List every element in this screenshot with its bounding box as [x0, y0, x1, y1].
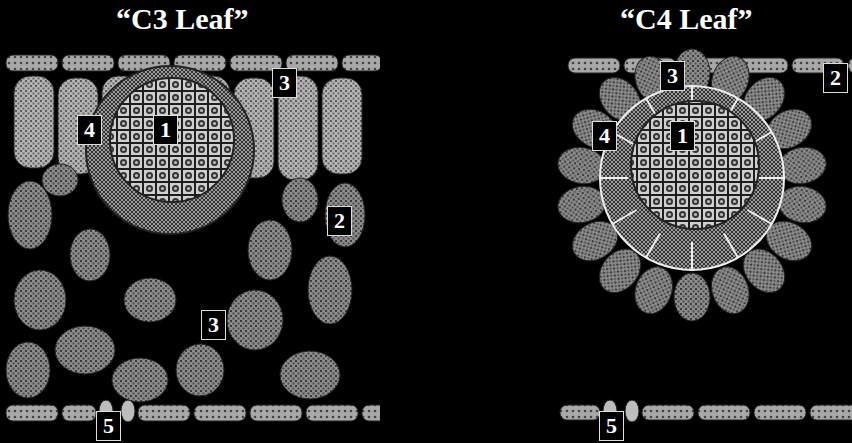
callout-number: 4: [592, 121, 617, 151]
callout-number: 5: [599, 411, 624, 441]
callout-number: 3: [660, 61, 685, 91]
callout-number: 4: [77, 115, 102, 145]
callout-number: 3: [272, 68, 297, 98]
callout-number: 3: [201, 310, 226, 340]
callout-number: 5: [96, 411, 121, 441]
callout-number: 1: [670, 121, 695, 151]
panel-title: “C3 Leaf”: [116, 2, 248, 36]
callout-number: 2: [327, 206, 352, 236]
callout-number: 1: [153, 115, 178, 145]
panel-title: “C4 Leaf”: [620, 2, 752, 36]
callout-number: 2: [823, 63, 848, 93]
